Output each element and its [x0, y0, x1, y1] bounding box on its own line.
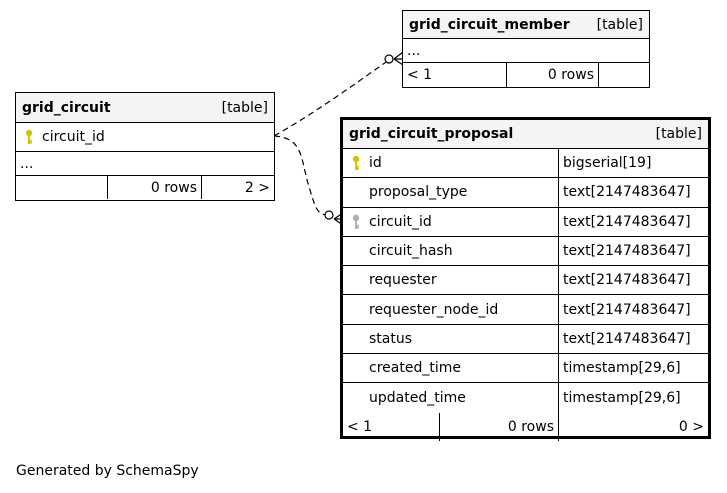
column-cell: circuit_hash [343, 237, 558, 265]
table-kind: [table] [221, 99, 268, 116]
column-name: updated_time [369, 390, 466, 407]
column-row[interactable]: requester text[2147483647] [343, 266, 708, 296]
column-type: text[2147483647] [558, 236, 708, 266]
column-row[interactable]: status text[2147483647] [343, 324, 708, 355]
column-cell: id [343, 149, 558, 177]
relation-proposal-to-circuit [273, 135, 327, 216]
column-cell: created_time [343, 354, 558, 382]
column-type: text[2147483647] [558, 266, 708, 295]
row-count: 0 rows [107, 176, 201, 199]
column-row[interactable]: updated_time timestamp[29,6] [343, 383, 708, 413]
table-footer: < 1 0 rows 0 > [343, 412, 708, 441]
column-row[interactable]: id bigserial[19] [343, 149, 708, 179]
row-count: 0 rows [439, 412, 558, 441]
column-type: text[2147483647] [558, 207, 708, 236]
column-row[interactable]: created_time timestamp[29,6] [343, 354, 708, 384]
table-grid-circuit-proposal[interactable]: grid_circuit_proposal [table] id bigseria… [340, 117, 711, 441]
relation-member-to-circuit [273, 57, 393, 137]
column-cell: circuit_id [16, 123, 109, 151]
column-row[interactable]: proposal_type text[2147483647] [343, 178, 708, 208]
parent-count: < 1 [407, 67, 433, 83]
column-row[interactable]: circuit_hash text[2147483647] [343, 236, 708, 267]
column-name: requester [369, 272, 437, 289]
column-row[interactable]: circuit_id text[2147483647] [343, 207, 708, 237]
column-cell: circuit_id [343, 208, 558, 236]
primary-key-icon [347, 155, 365, 171]
column-name: proposal_type [369, 184, 468, 201]
generated-by-text: Generated by SchemaSpy [16, 463, 199, 479]
table-name: grid_circuit_member [409, 16, 570, 33]
child-count: 0 > [558, 412, 708, 441]
column-cell: updated_time [343, 383, 558, 412]
foreign-key-icon [347, 214, 365, 230]
relation-member-end-circle [384, 54, 394, 64]
column-name: id [369, 155, 382, 172]
table-grid-circuit-member[interactable]: grid_circuit_member [table] ... < 1 0 ro… [402, 10, 650, 88]
primary-key-icon [20, 129, 38, 145]
table-grid-circuit[interactable]: grid_circuit [table] circuit_id ... 0 ro… [15, 92, 275, 201]
child-count [598, 63, 649, 87]
column-type: text[2147483647] [558, 324, 708, 354]
column-type: timestamp[29,6] [558, 383, 708, 413]
table-kind: [table] [596, 16, 643, 33]
relation-member-crowfoot-icon [393, 51, 404, 66]
parent-count [16, 176, 107, 199]
column-name: circuit_id [42, 129, 105, 145]
table-header: grid_circuit_member [table] [403, 11, 649, 39]
table-name: grid_circuit_proposal [349, 126, 514, 142]
table-kind: [table] [655, 126, 702, 142]
ellipsis-row: ... [403, 39, 649, 63]
column-row[interactable]: circuit_id [16, 123, 274, 152]
column-type: text[2147483647] [558, 178, 708, 207]
column-name: circuit_hash [369, 243, 453, 260]
ellipsis: ... [20, 155, 34, 172]
table-header: grid_circuit_proposal [table] [343, 120, 708, 149]
table-footer: < 1 0 rows [403, 63, 649, 87]
column-name: circuit_id [369, 213, 432, 230]
table-header: grid_circuit [table] [16, 93, 274, 123]
relation-proposal-end-circle [324, 210, 334, 220]
column-name: requester_node_id [369, 301, 499, 318]
row-count: 0 rows [506, 63, 598, 87]
child-count: 2 > [201, 176, 274, 199]
column-type: bigserial[19] [558, 149, 708, 178]
parent-count: < 1 [347, 418, 373, 435]
column-cell: status [343, 325, 558, 353]
table-name: grid_circuit [22, 99, 111, 116]
column-type: timestamp[29,6] [558, 354, 708, 383]
ellipsis-row: ... [16, 152, 274, 176]
column-row[interactable]: requester_node_id text[2147483647] [343, 295, 708, 325]
column-cell: proposal_type [343, 178, 558, 206]
column-list: id bigserial[19] proposal_type text[2147483… [343, 149, 708, 413]
table-footer: 0 rows 2 > [16, 176, 274, 199]
column-name: status [369, 330, 413, 347]
column-cell: requester [343, 266, 558, 294]
column-name: created_time [369, 360, 461, 377]
ellipsis: ... [407, 42, 421, 59]
column-cell: requester_node_id [343, 295, 558, 323]
column-type: text[2147483647] [558, 295, 708, 324]
